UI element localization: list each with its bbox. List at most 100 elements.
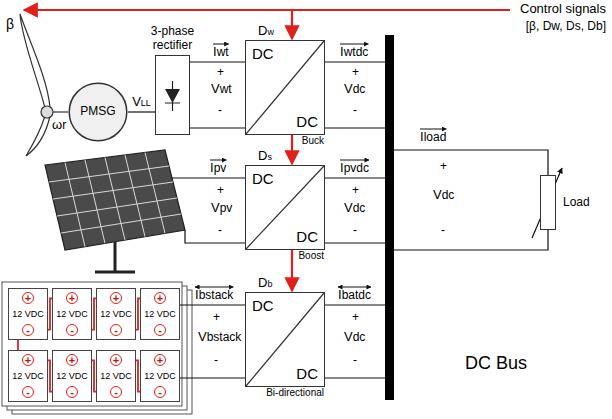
return-wires bbox=[172, 128, 548, 378]
converter-diagonal-line bbox=[246, 41, 324, 134]
duty-label: Dw bbox=[258, 24, 274, 39]
signal-label: - bbox=[441, 224, 445, 238]
signal-label: - bbox=[214, 354, 218, 368]
signal-label: Ipv bbox=[210, 161, 226, 176]
pv-cell-grid bbox=[125, 155, 145, 237]
wire bbox=[172, 177, 245, 178]
battery-link-wire bbox=[17, 340, 19, 350]
pv-panel bbox=[45, 150, 185, 272]
converter-type-label: Bi-directional bbox=[266, 387, 324, 399]
pv-cell-grid bbox=[57, 198, 177, 216]
cell-voltage: 12 VDC bbox=[56, 371, 88, 381]
cell-voltage: 12 VDC bbox=[12, 309, 44, 319]
signal-label: Vdc bbox=[433, 188, 454, 203]
signal-label: - bbox=[218, 104, 222, 118]
terminal-plus: + bbox=[22, 354, 34, 366]
signal-label: + bbox=[352, 66, 359, 80]
converter-side-label: DC bbox=[296, 365, 318, 382]
signal-label: Vwt bbox=[211, 82, 232, 97]
signal-label: Ipvdc bbox=[340, 161, 369, 176]
terminal-plus: + bbox=[22, 292, 34, 304]
duty-label: Ds bbox=[258, 149, 272, 164]
converter-diagonal-line bbox=[246, 293, 324, 386]
current-direction-arrow bbox=[338, 287, 371, 288]
signal-label: Ibstack bbox=[195, 288, 233, 303]
signal-label: Vbstack bbox=[198, 330, 241, 345]
wire bbox=[185, 230, 245, 243]
battery-cell: +12 VDC - bbox=[8, 288, 48, 340]
pv-cell-grid bbox=[145, 153, 165, 234]
signal-label: - bbox=[353, 354, 357, 368]
signal-label: Iload bbox=[420, 130, 446, 145]
generator-circle: PMSG bbox=[68, 82, 128, 142]
cell-voltage: 12 VDC bbox=[144, 309, 176, 319]
wind-turbine bbox=[20, 14, 68, 156]
control-line bbox=[291, 10, 293, 39]
load-box: Load bbox=[540, 175, 556, 230]
converter-type-label: Buck bbox=[302, 135, 324, 147]
rectifier-label: 3-phase rectifier bbox=[141, 25, 205, 53]
dc-bus-bar: DC Bus bbox=[385, 35, 394, 400]
signal-label: Iwtdc bbox=[340, 45, 368, 60]
pv-cell-grid bbox=[65, 163, 85, 247]
signal-label: Ibatdc bbox=[338, 288, 371, 303]
pv-cell-grid bbox=[49, 166, 169, 182]
control-line bbox=[291, 135, 293, 164]
battery-stack bbox=[2, 282, 192, 414]
line-voltage-label: VLL bbox=[131, 95, 152, 110]
battery-cell: +12 VDC - bbox=[52, 350, 92, 402]
converter-box: DbDCDCBi-directional bbox=[245, 292, 325, 387]
signal-label: - bbox=[218, 224, 222, 238]
diode-triangle bbox=[165, 89, 180, 103]
terminal-minus: - bbox=[66, 324, 78, 336]
signal-label: Iwt bbox=[213, 45, 229, 60]
turbine-hub bbox=[41, 106, 53, 118]
wire bbox=[325, 127, 385, 128]
signal-label: + bbox=[352, 184, 359, 198]
terminal-minus: - bbox=[66, 386, 78, 398]
pv-cell-grid bbox=[53, 182, 173, 199]
current-direction-arrow bbox=[195, 287, 233, 288]
wire bbox=[325, 242, 385, 243]
power-wire bbox=[325, 177, 385, 178]
terminal-plus: + bbox=[110, 354, 122, 366]
battery-cell: +12 VDC- bbox=[140, 350, 180, 402]
terminal-minus: - bbox=[110, 324, 122, 336]
current-direction-arrow bbox=[340, 44, 368, 45]
battery-cell: +12 VDC- bbox=[96, 350, 136, 402]
power-wire bbox=[325, 304, 385, 305]
diode-lines bbox=[165, 81, 180, 111]
converter-side-label: DC bbox=[296, 228, 318, 245]
wire bbox=[394, 230, 548, 250]
turbine-blade bbox=[26, 116, 50, 156]
bus-label: DC Bus bbox=[465, 353, 527, 374]
terminal-minus: - bbox=[154, 324, 166, 336]
converter-side-label: DC bbox=[296, 113, 318, 130]
converter-diagonal-line bbox=[246, 166, 324, 249]
signal-label: + bbox=[440, 160, 447, 174]
signal-label: + bbox=[217, 66, 224, 80]
battery-cell: +12 VDC- bbox=[52, 288, 92, 340]
turbine-shaft bbox=[53, 111, 68, 112]
generator-circle-outline bbox=[69, 83, 127, 141]
terminal-plus: + bbox=[154, 354, 166, 366]
pv-cell-grid bbox=[61, 214, 181, 233]
battery-cell: +12 VDC- bbox=[140, 288, 180, 340]
terminal-minus: - bbox=[22, 386, 34, 398]
variable-load-arrow bbox=[532, 168, 562, 238]
terminal-plus: + bbox=[66, 292, 78, 304]
control-line bbox=[291, 250, 293, 291]
generator-label: PMSG bbox=[80, 105, 115, 119]
converter-side-label: DC bbox=[252, 170, 274, 187]
signal-label: Vdc bbox=[344, 201, 365, 216]
signal-label: Vdc bbox=[344, 82, 365, 97]
current-direction-arrow bbox=[340, 160, 369, 161]
pv-stand bbox=[95, 242, 135, 272]
terminal-minus: - bbox=[22, 324, 34, 336]
control-line bbox=[24, 9, 510, 11]
terminal-minus: - bbox=[110, 386, 122, 398]
signal-label: - bbox=[353, 224, 357, 238]
terminal-plus: + bbox=[66, 354, 78, 366]
